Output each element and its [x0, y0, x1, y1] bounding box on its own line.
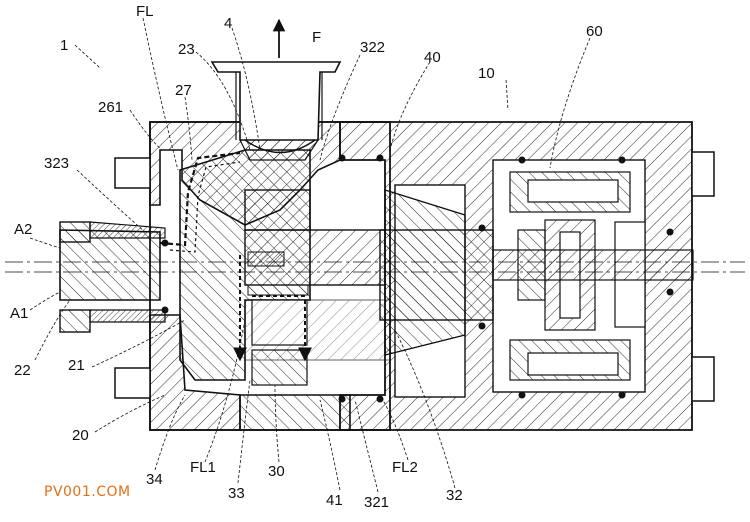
- part-labels: 1 FL 4 F 23 322 40 60 10 27 261 323 A2 A…: [10, 3, 603, 511]
- label-fl2: FL2: [392, 459, 418, 476]
- label-33: 33: [228, 485, 245, 502]
- label-40: 40: [424, 49, 441, 66]
- label-21: 21: [68, 357, 85, 374]
- label-4: 4: [224, 15, 232, 32]
- label-23: 23: [178, 41, 195, 58]
- shaft: [59, 189, 694, 356]
- label-a1: A1: [10, 305, 28, 322]
- label-27: 27: [175, 82, 192, 99]
- leader-lines: [29, 17, 591, 493]
- label-34: 34: [146, 471, 163, 488]
- label-20: 20: [72, 427, 89, 444]
- label-22: 22: [14, 362, 31, 379]
- label-fl1: FL1: [190, 459, 216, 476]
- flow-path: [159, 151, 312, 362]
- label-a2: A2: [14, 221, 32, 238]
- label-1: 1: [60, 37, 68, 54]
- left-bolts: [114, 157, 151, 399]
- watermark: PV001.COM: [44, 484, 131, 500]
- label-323: 323: [44, 155, 69, 172]
- label-32: 32: [446, 487, 463, 504]
- label-60: 60: [586, 23, 603, 40]
- label-10: 10: [478, 65, 495, 82]
- label-261: 261: [98, 99, 123, 116]
- label-fl: FL: [136, 3, 154, 20]
- label-41: 41: [326, 492, 343, 509]
- label-f: F: [312, 29, 321, 46]
- label-321: 321: [364, 494, 389, 511]
- label-30: 30: [268, 463, 285, 480]
- label-322: 322: [360, 39, 385, 56]
- valve-core: [179, 149, 391, 386]
